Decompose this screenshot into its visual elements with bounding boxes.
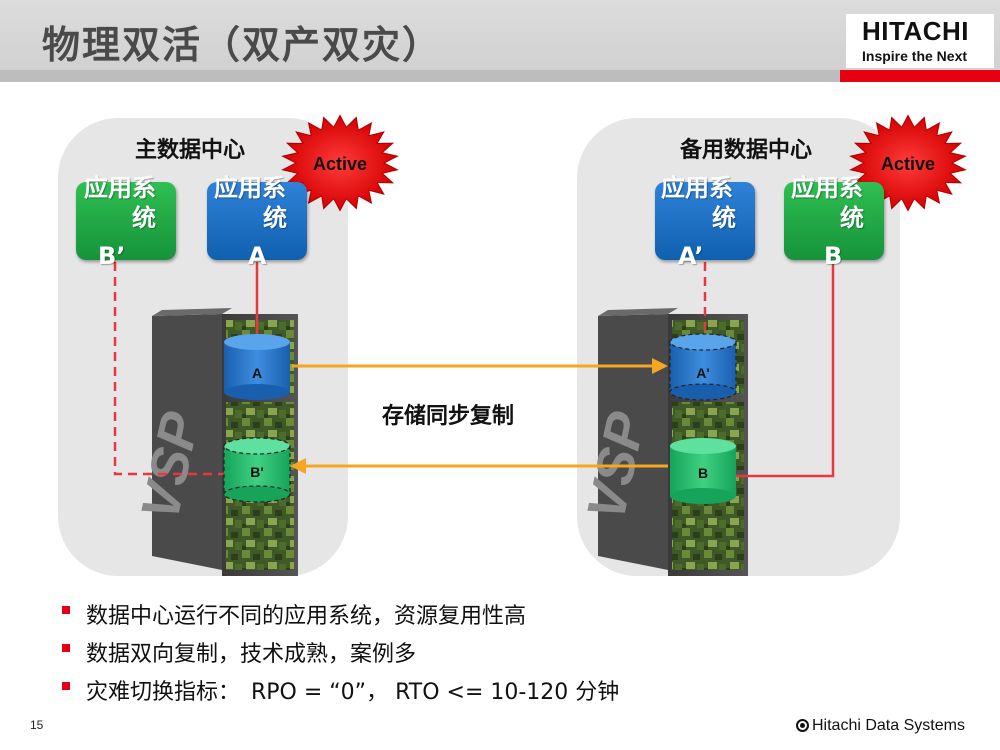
bullet-marker: [62, 682, 70, 690]
standby-dc-label: 备用数据中心: [680, 138, 813, 163]
app-b-line2: 统: [840, 204, 864, 232]
bullet-marker: [62, 644, 70, 652]
bullet-text: 灾难切换指标： RPO = “0”， RTO <= 10-120 分钟: [86, 680, 620, 705]
replication-label: 存储同步复制: [382, 404, 515, 429]
logo-tagline: Inspire the Next: [862, 48, 968, 64]
primary-active-badge: Active: [313, 154, 367, 174]
app-a-prime-line2: 统: [712, 204, 736, 232]
volume-a: A: [224, 334, 290, 400]
replication-arrow-b-to-b-prime: [290, 458, 668, 474]
logo-red-bar: [840, 70, 1000, 82]
volume-a-prime-label: A': [696, 365, 709, 381]
volume-a-label: A: [252, 365, 262, 381]
standby-active-badge: Active: [881, 154, 935, 174]
app-system-b: [784, 182, 884, 260]
title-underline: [0, 70, 840, 82]
volume-b-prime-label: B': [250, 464, 263, 480]
link-app-b-prime-to-volume-b-prime: [113, 262, 224, 476]
hitachi-logo: HITACHI Inspire the Next: [846, 14, 994, 68]
page-title: 物理双活（双产双灾）: [42, 23, 443, 67]
app-b-prime-line1: 应用系: [84, 174, 156, 202]
app-b-prime-line3: B’: [98, 242, 126, 270]
primary-active-burst: Active: [281, 114, 399, 212]
hds-logo-icon: [796, 719, 809, 732]
volume-b-label: B: [698, 465, 708, 481]
logo-brand: HITACHI: [862, 16, 970, 46]
volume-a-prime: A': [669, 333, 737, 401]
app-a-line2: 统: [263, 204, 287, 232]
app-b-line3: B: [824, 242, 843, 270]
link-app-b-to-volume-b: [736, 262, 835, 478]
bullet-text: 数据双向复制，技术成熟，案例多: [86, 642, 417, 667]
replication-arrow-a-to-a-prime: [292, 358, 668, 374]
app-system-a: [207, 182, 307, 260]
app-a-prime-line3: A’: [678, 242, 704, 270]
bullet-text: 数据中心运行不同的应用系统，资源复用性高: [86, 604, 527, 629]
page-number: 15: [30, 718, 44, 732]
app-system-b-prime: [76, 182, 176, 260]
app-system-a-prime: [655, 182, 755, 260]
title-bar: [0, 0, 1000, 82]
app-b-prime-line2: 统: [132, 204, 156, 232]
app-b-line1: 应用系: [791, 174, 863, 202]
volume-b-prime: B': [223, 437, 291, 503]
app-a-line1: 应用系: [214, 174, 286, 202]
app-a-prime-line1: 应用系: [661, 174, 733, 202]
bullet-marker: [62, 606, 70, 614]
primary-dc-label: 主数据中心: [135, 138, 246, 163]
footer-brand: Hitachi Data Systems: [796, 717, 965, 735]
footer-text: Hitachi Data Systems: [812, 717, 965, 734]
app-a-line3: A: [248, 242, 267, 270]
volume-b: B: [670, 438, 736, 504]
